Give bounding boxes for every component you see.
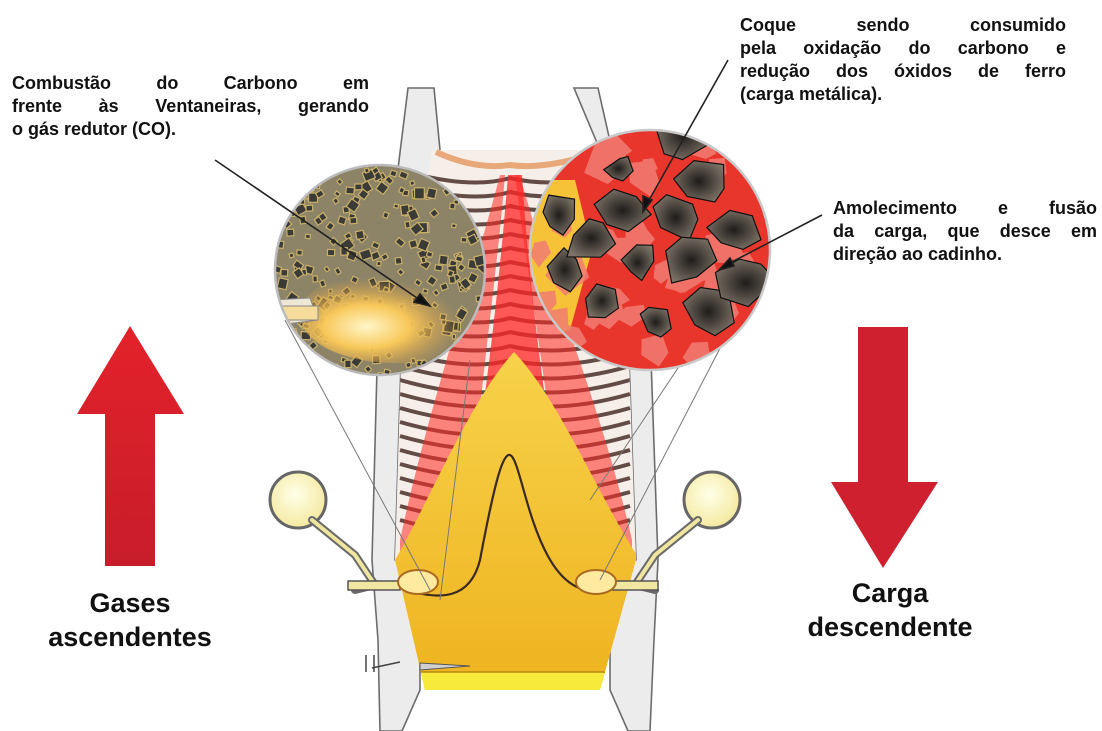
annotation-softening: Amolecimento e fusão da carga, que desce…: [833, 197, 1097, 266]
coke-particle: [306, 205, 313, 211]
coke-particle: [395, 257, 402, 264]
coke-particle: [297, 250, 303, 255]
coke-particle: [406, 362, 412, 368]
coke-particle: [426, 251, 433, 257]
coke-particle: [290, 177, 302, 190]
coke-particle: [394, 204, 399, 208]
annotation-combustion-line-2: frente às Ventaneiras, gerando: [12, 95, 369, 118]
coke-particle: [390, 170, 397, 177]
label-rising-gases-line-1: Gases: [20, 586, 240, 620]
coke-particle: [377, 261, 382, 266]
coke-particle: [327, 249, 334, 255]
label-descending-charge-line-2: descendente: [780, 610, 1000, 644]
label-descending-charge-line-1: Carga: [780, 576, 1000, 610]
coke-particle: [356, 230, 365, 239]
coke-particle: [426, 188, 436, 199]
coke-particle: [306, 165, 316, 174]
coke-particle: [290, 193, 295, 198]
coke-particle: [409, 240, 418, 249]
annotation-coke-line-4: (carga metálica).: [740, 83, 1066, 106]
coke-particle: [451, 224, 456, 228]
coke-particle: [278, 172, 291, 185]
annotation-coke-line-1: Coque sendo consumido: [740, 14, 1066, 37]
coke-particle: [281, 269, 288, 276]
coke-particle: [280, 326, 289, 335]
annotation-softening-line-3: direção ao cadinho.: [833, 243, 1097, 266]
coke-particle: [450, 203, 456, 209]
label-rising-gases: Gases ascendentes: [20, 586, 240, 654]
arrow-up-icon: [77, 326, 184, 566]
annotation-softening-line-1: Amolecimento e fusão: [833, 197, 1097, 220]
annotation-coke-line-2: pela oxidação do carbono e: [740, 37, 1066, 60]
coke-particle: [292, 168, 299, 175]
coke-particle: [287, 229, 294, 236]
arrow-down-icon: [831, 327, 938, 568]
coke-particle: [435, 265, 443, 271]
annotation-coke-line-3: redução dos óxidos de ferro: [740, 60, 1066, 83]
coke-particle: [364, 168, 369, 173]
coke-particle: [338, 216, 347, 225]
label-descending-charge: Carga descendente: [780, 576, 1000, 644]
annotation-combustion-line-3: o gás redutor (CO).: [12, 118, 369, 141]
coke-particle: [292, 179, 297, 184]
annotation-combustion: Combustão do Carbono em frente às Ventan…: [12, 72, 369, 141]
coke-particle: [415, 188, 425, 199]
coke-particle: [355, 184, 362, 190]
coke-particle: [288, 175, 297, 184]
coke-particle: [297, 168, 308, 178]
coke-particle: [305, 234, 310, 239]
annotation-softening-line-2: da carga, que desce em: [833, 220, 1097, 243]
coke-particle: [329, 367, 337, 375]
coke-particle: [410, 181, 415, 186]
coke-particle: [405, 221, 411, 228]
coke-particle: [313, 276, 318, 282]
coke-particle: [274, 171, 285, 183]
hearth-liquid: [410, 672, 610, 700]
coke-particle: [277, 278, 288, 290]
coke-particle: [269, 231, 276, 237]
label-rising-gases-line-2: ascendentes: [20, 620, 240, 654]
coke-particle: [350, 217, 357, 223]
coke-particle: [461, 237, 467, 242]
coke-particle: [345, 360, 351, 367]
coke-particle: [305, 369, 310, 374]
annotation-coke: Coque sendo consumido pela oxidação do c…: [740, 14, 1066, 106]
annotation-combustion-line-1: Combustão do Carbono em: [12, 72, 369, 95]
coke-particle: [289, 253, 294, 258]
coke-particle: [455, 256, 462, 262]
coke-particle: [346, 187, 355, 194]
coke-particle: [421, 257, 426, 263]
coke-particle: [287, 195, 296, 204]
coke-particle: [439, 255, 448, 265]
coke-particle: [383, 212, 389, 218]
coke-particle: [399, 187, 405, 193]
coke-particle: [273, 192, 281, 200]
ore-patch: [743, 326, 777, 356]
